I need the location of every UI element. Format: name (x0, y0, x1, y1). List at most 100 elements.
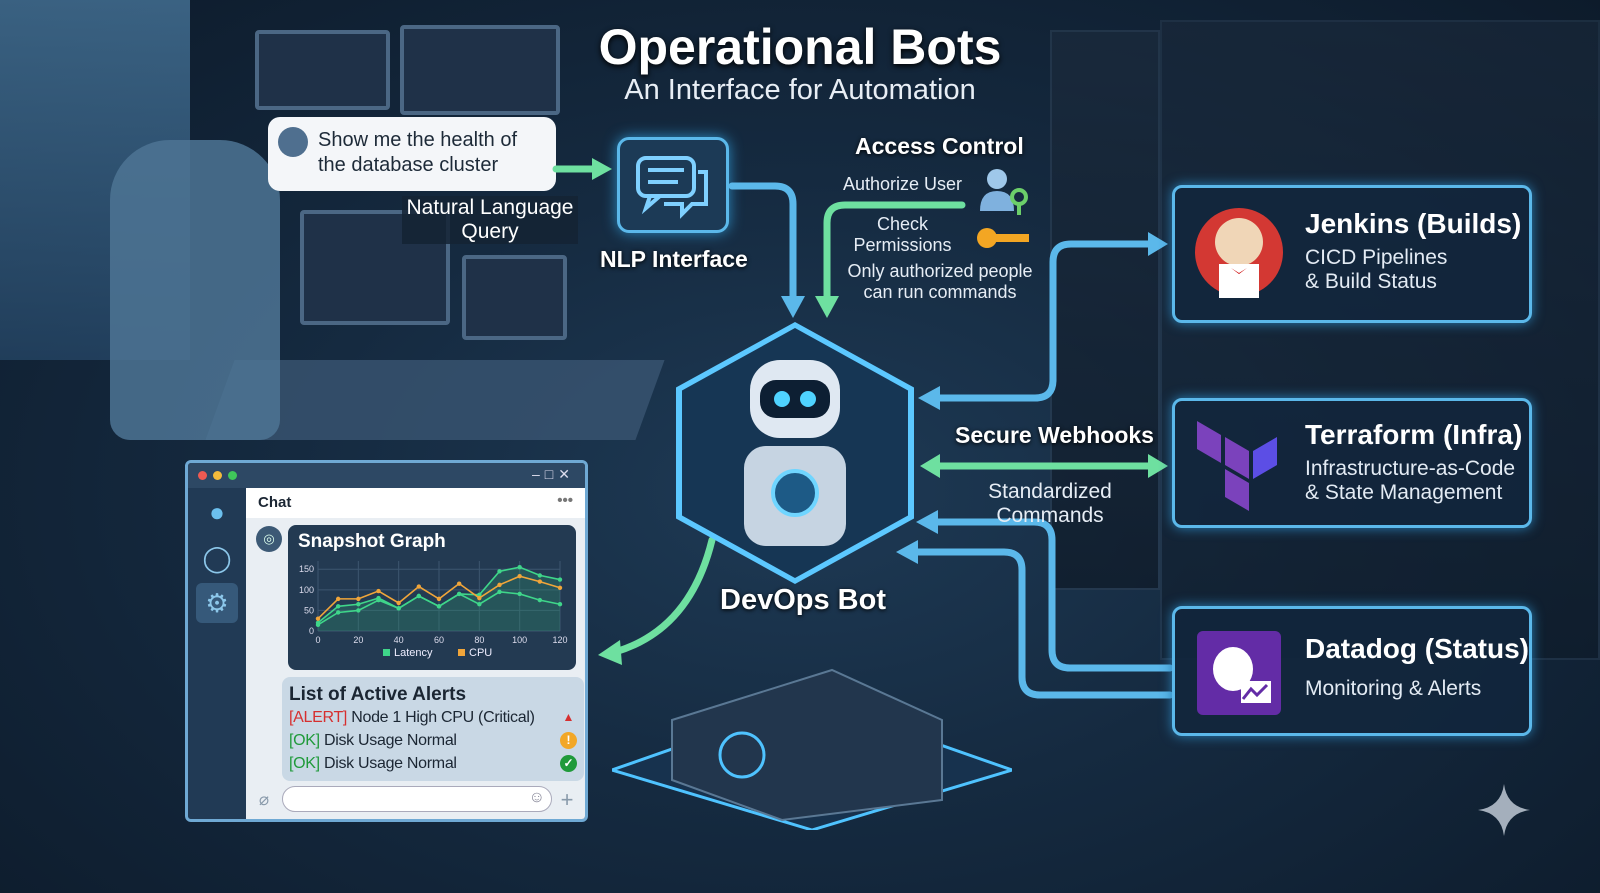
terraform-desc-2: & State Management (1305, 481, 1503, 504)
data-point (456, 581, 462, 586)
jenkins-logo (1195, 208, 1283, 298)
data-point (497, 589, 502, 595)
data-point (315, 622, 321, 628)
bot-avatar-icon: ◎ (256, 526, 282, 552)
chat-title: Chat (258, 494, 292, 511)
x-tick-label: 120 (552, 635, 567, 645)
minimize-dot[interactable] (213, 471, 222, 480)
arrow-access-to-bot (823, 201, 966, 304)
data-point (477, 592, 482, 597)
arrow-bot-jenkins (936, 240, 1154, 402)
data-point (416, 584, 422, 589)
desk-monitor-2 (462, 255, 567, 340)
maximize-dot[interactable] (228, 471, 237, 480)
message-input[interactable]: ☺ (282, 786, 552, 812)
data-point (517, 574, 522, 579)
data-point (517, 591, 522, 597)
access-control-title: Access Control (855, 133, 1024, 159)
x-tick-label: 0 (315, 635, 320, 645)
data-point (335, 610, 341, 615)
data-point (497, 582, 502, 588)
wall-screen (255, 30, 390, 110)
warning-icon: ▲ (562, 710, 575, 724)
person-at-desk (110, 140, 280, 440)
wall-screen-chart (400, 25, 560, 115)
data-point (436, 604, 442, 609)
nlp-interface-box (617, 137, 729, 233)
legend-label: CPU (469, 647, 492, 659)
add-plus-icon[interactable]: + (560, 787, 574, 812)
access-note: Only authorized people can run commands (847, 261, 1033, 302)
query-caption: Natural Language Query (402, 196, 578, 244)
data-point (335, 596, 341, 602)
alert-text: Disk Usage Normal (323, 732, 457, 749)
close-dot[interactable] (198, 471, 207, 480)
chat-header: Chat ••• (246, 488, 585, 518)
arrow-datadog-to-bot (931, 518, 1174, 672)
alert-line: [OK] Disk Usage Normal (289, 752, 556, 775)
legend-swatch (458, 649, 465, 656)
sparkle-icon (1478, 784, 1530, 836)
chat-bubbles-icon (636, 156, 708, 219)
user-avatar-icon (278, 127, 308, 157)
datadog-card: Datadog (Status) Monitoring & Alerts (1172, 606, 1532, 736)
data-point (557, 602, 563, 607)
legend-label: Latency (394, 647, 433, 659)
x-tick-label: 100 (512, 635, 527, 645)
data-point (396, 606, 401, 611)
data-point (537, 573, 543, 578)
alert-tag: [OK] (289, 755, 320, 772)
data-point (537, 597, 543, 603)
data-point (456, 591, 462, 597)
chat-icon[interactable]: ◯ (202, 542, 232, 573)
arrow-bot-to-chat (611, 536, 716, 656)
page-subtitle: An Interface for Automation (624, 74, 976, 106)
y-tick-label: 0 (309, 626, 314, 636)
attach-paperclip-icon[interactable]: ⌀ (258, 790, 270, 809)
data-point (315, 616, 321, 621)
settings-gear-icon[interactable]: ⚙ (196, 583, 238, 623)
alert-tag: [OK] (289, 732, 320, 749)
data-point (376, 588, 381, 594)
data-point (416, 593, 422, 599)
data-point (436, 596, 442, 602)
alert-item: [ALERT] Node 1 High CPU (Critical) ▲ (289, 706, 577, 729)
data-point (557, 577, 563, 582)
nlp-label: NLP Interface (600, 246, 748, 272)
terraform-title: Terraform (Infra) (1305, 419, 1523, 450)
user-query-text: Show me the health of the database clust… (318, 129, 518, 176)
data-point (335, 604, 341, 609)
user-icon[interactable]: ● (209, 496, 225, 527)
window-controls-icon[interactable]: –□✕ (532, 466, 575, 482)
alert-line: [ALERT] Node 1 High CPU (Critical) (289, 706, 556, 729)
jenkins-desc-1: CICD Pipelines (1305, 246, 1448, 269)
chat-titlebar: –□✕ (188, 463, 585, 488)
more-options-icon[interactable]: ••• (557, 492, 573, 509)
server-platform (612, 668, 1012, 830)
terraform-desc-1: Infrastructure-as-Code (1305, 457, 1516, 480)
robot-icon (744, 360, 846, 546)
authorize-user-text: Authorize User (842, 174, 963, 194)
jenkins-card: Jenkins (Builds) CICD Pipelines & Build … (1172, 185, 1532, 323)
data-point (356, 602, 361, 607)
x-tick-label: 40 (394, 635, 404, 645)
alert-text: Node 1 High CPU (Critical) (351, 709, 535, 726)
y-tick-label: 100 (299, 585, 314, 595)
data-point (477, 595, 482, 601)
chat-sidebar: ● ◯ ⚙ (188, 488, 246, 819)
data-point (356, 596, 361, 602)
data-point (396, 600, 401, 606)
alert-item: [OK] Disk Usage Normal! (289, 729, 577, 752)
emoji-icon[interactable]: ☺ (528, 789, 545, 806)
server-rack (1160, 20, 1600, 660)
user-key-icon (980, 169, 1028, 215)
data-point (557, 585, 563, 590)
x-tick-label: 60 (434, 635, 444, 645)
data-point (356, 608, 361, 613)
alert-tag: [ALERT] (289, 709, 348, 726)
key-icon (977, 228, 1029, 248)
